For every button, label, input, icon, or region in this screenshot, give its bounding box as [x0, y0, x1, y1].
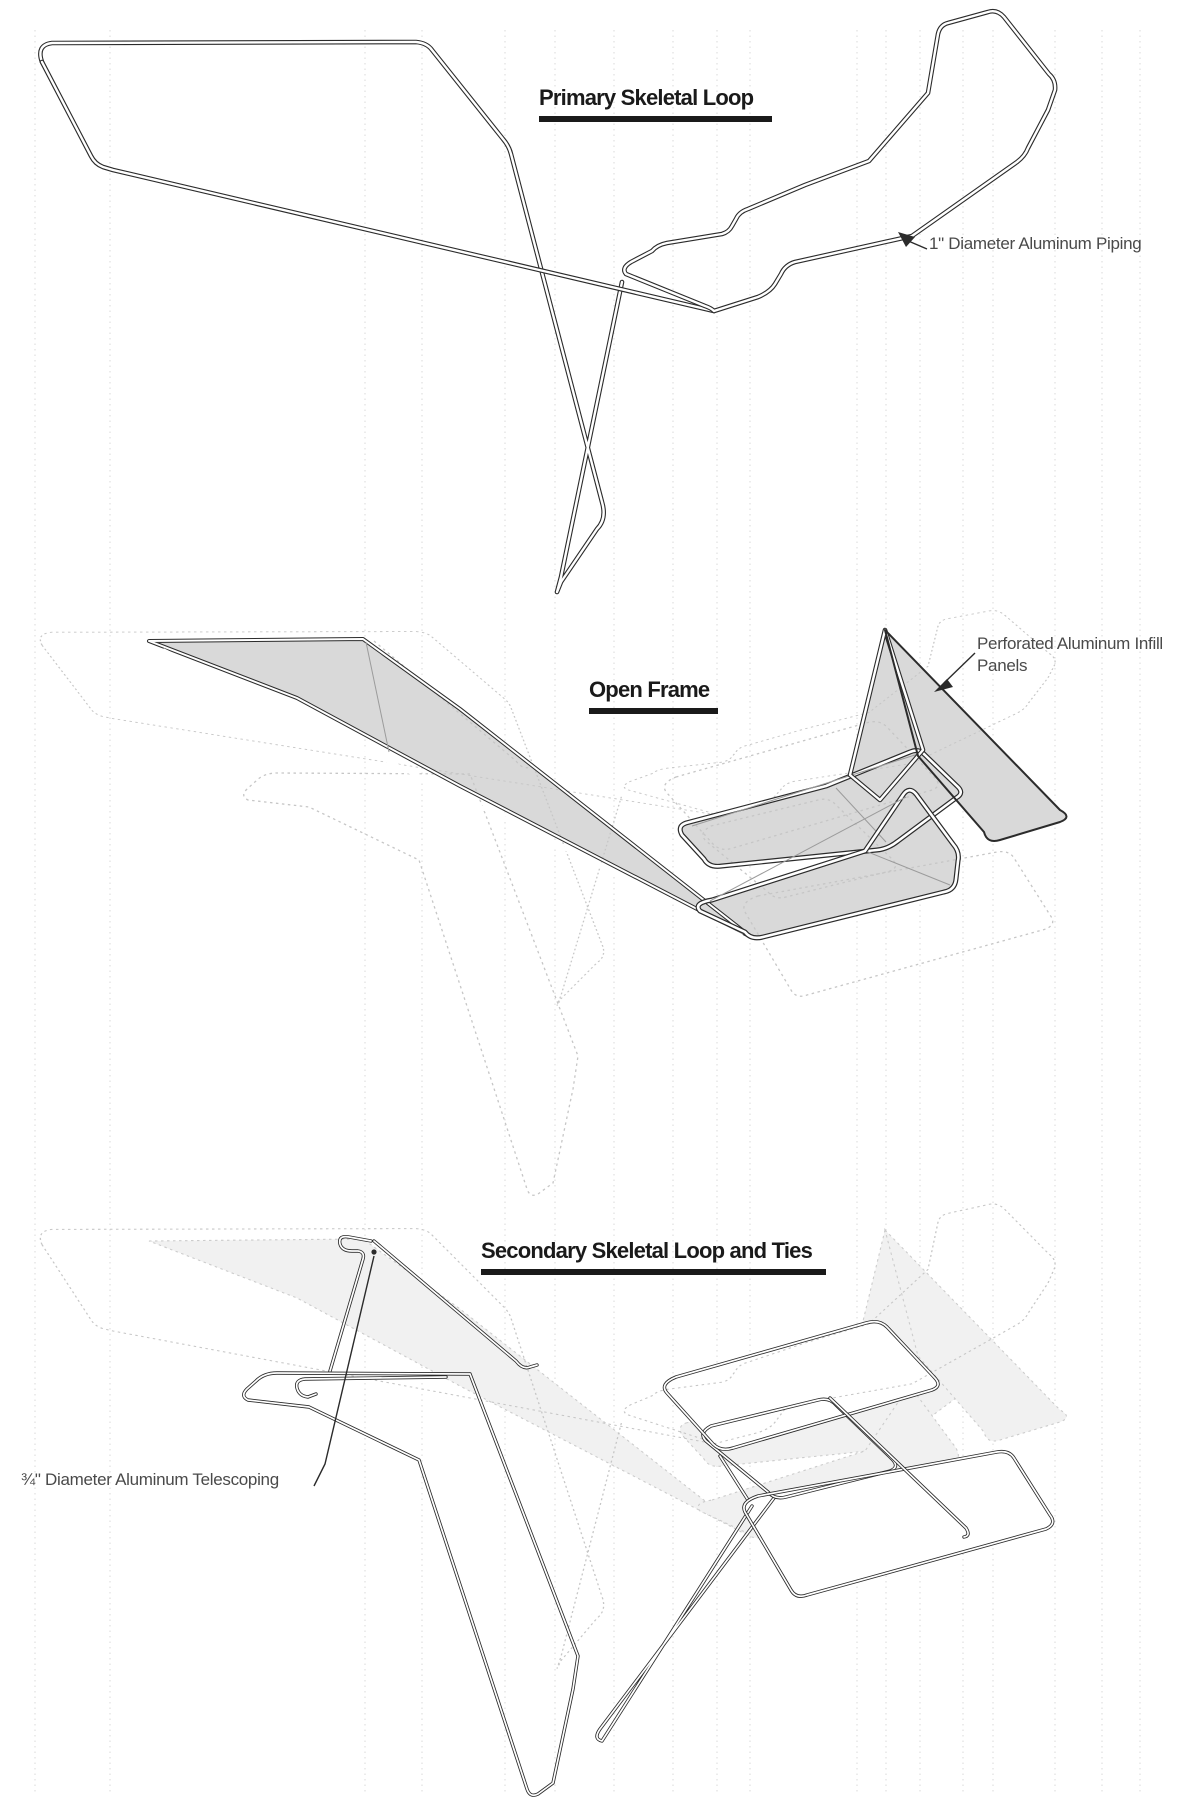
piping-annotation: 1" Diameter Aluminum Piping — [929, 234, 1142, 253]
open-frame-drawing — [39, 609, 1068, 1196]
secondary-loop-drawing — [39, 1203, 1068, 1797]
primary-loop-drawing — [40, 11, 1055, 592]
primary-loop-title-underline — [539, 116, 772, 122]
piping-leader-line — [898, 232, 928, 250]
primary-loop-title: Primary Skeletal Loop — [539, 85, 754, 110]
infill-annotation-line2: Panels — [977, 656, 1028, 675]
secondary-loop-title: Secondary Skeletal Loop and Ties — [481, 1238, 813, 1263]
telescoping-leader-line — [313, 1249, 377, 1487]
infill-annotation: Perforated Aluminum Infill Panels — [977, 633, 1163, 677]
open-frame-title-underline — [589, 708, 718, 714]
infill-leader-line — [934, 652, 976, 692]
open-frame-title: Open Frame — [589, 677, 710, 702]
secondary-loop-title-underline — [481, 1269, 826, 1275]
infill-annotation-line1: Perforated Aluminum Infill — [977, 634, 1163, 653]
telescoping-annotation: ¾" Diameter Aluminum Telescoping — [21, 1470, 279, 1489]
